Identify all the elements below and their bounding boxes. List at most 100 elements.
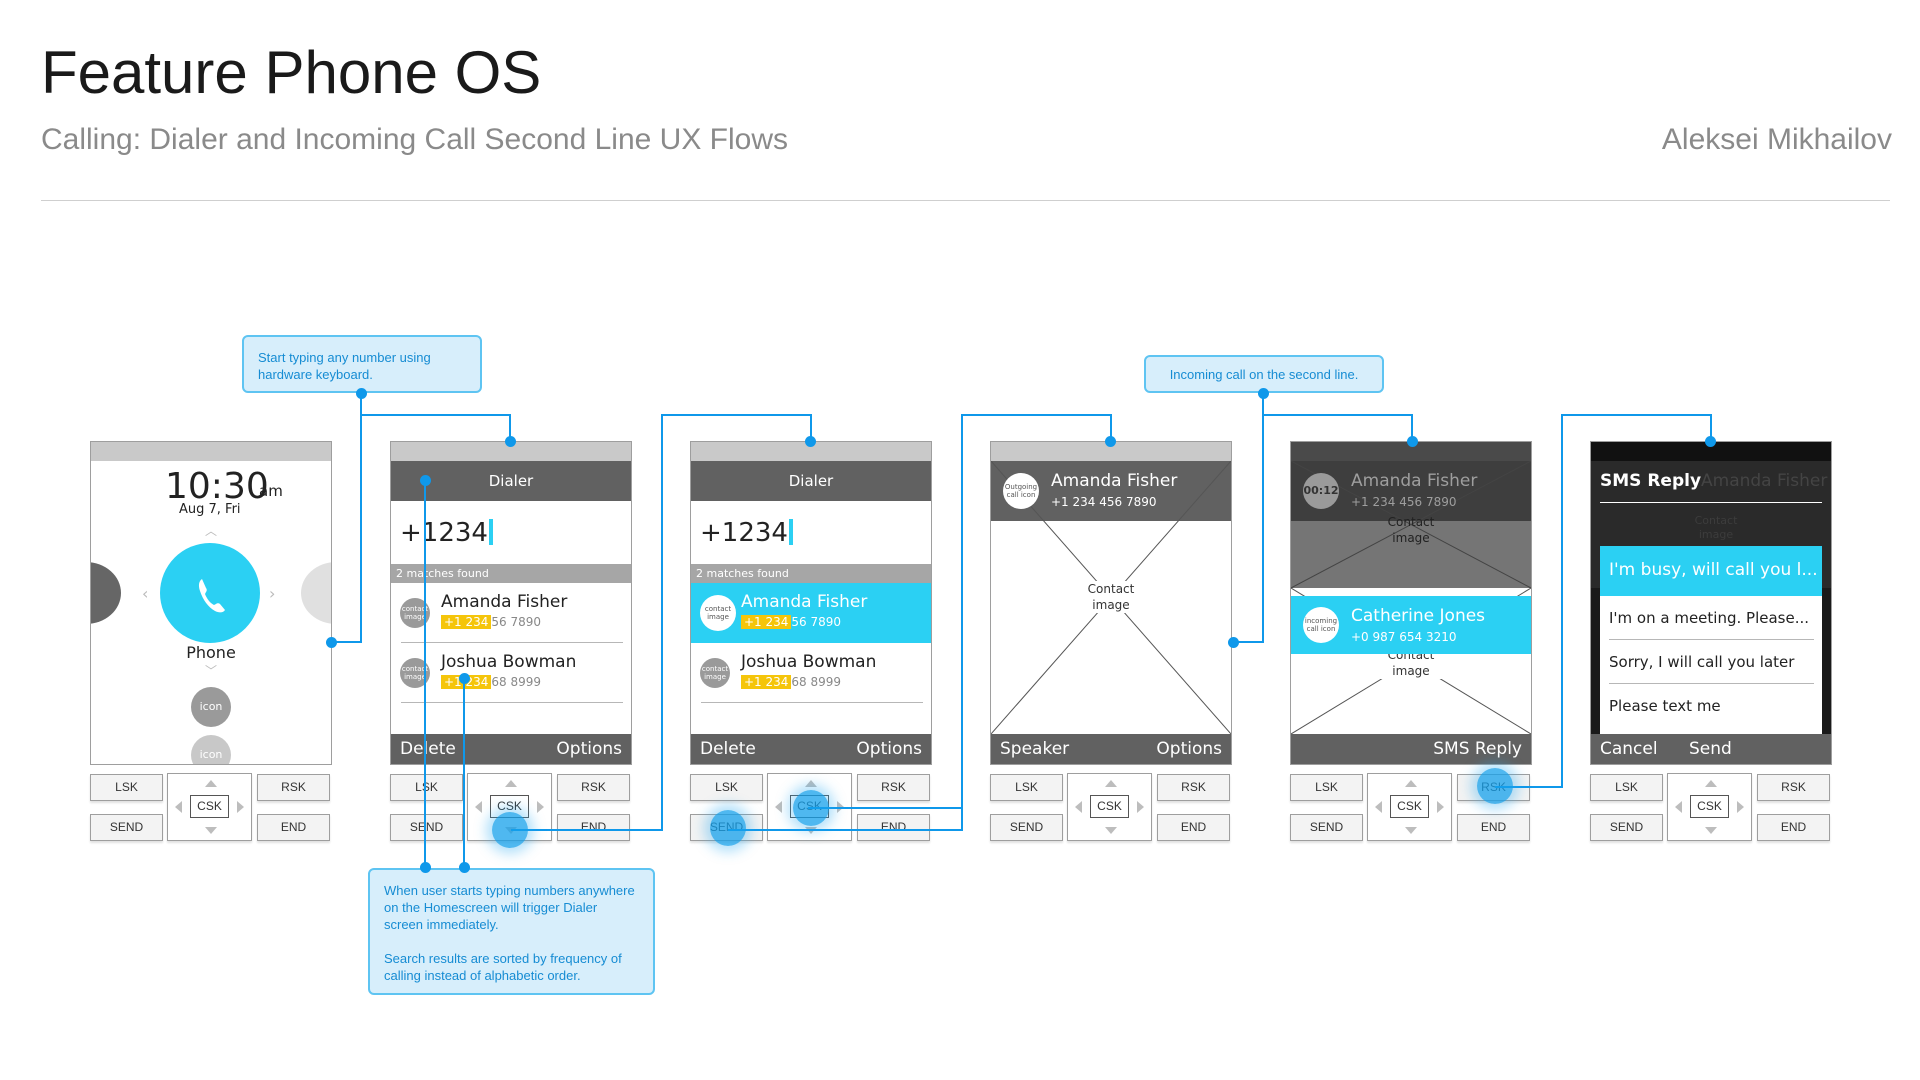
flow-dot xyxy=(356,388,367,399)
send-key[interactable]: SEND xyxy=(390,814,463,841)
lsk-label[interactable]: Delete xyxy=(400,739,456,759)
number-match: +1 234 xyxy=(741,675,792,689)
app-icon-placeholder[interactable]: icon xyxy=(191,687,231,727)
arrow-left-icon[interactable] xyxy=(1675,801,1682,813)
flow-connector xyxy=(1233,641,1264,643)
rsk-key[interactable]: RSK xyxy=(257,774,330,801)
app-icon-placeholder[interactable]: icon xyxy=(191,735,231,764)
lsk-key[interactable]: LSK xyxy=(1290,774,1363,801)
send-key[interactable]: SEND xyxy=(1290,814,1363,841)
text-cursor xyxy=(488,519,493,545)
arrow-right-icon[interactable] xyxy=(1137,801,1144,813)
softkey-bar: Cancel Send xyxy=(1591,734,1831,764)
softkey-bar: Delete Options xyxy=(691,734,931,764)
phone-app-icon[interactable] xyxy=(160,543,260,643)
arrow-up-icon[interactable] xyxy=(1405,780,1417,787)
end-key[interactable]: END xyxy=(557,814,630,841)
arrow-left-icon[interactable] xyxy=(475,801,482,813)
rsk-label[interactable]: Options xyxy=(1156,739,1222,759)
end-key[interactable]: END xyxy=(1757,814,1830,841)
end-key[interactable]: END xyxy=(1457,814,1530,841)
reply-option[interactable]: Please text me xyxy=(1600,684,1822,728)
flow-dot xyxy=(420,862,431,873)
reply-option[interactable]: Sorry, I will call you later xyxy=(1600,640,1822,684)
lsk-key[interactable]: LSK xyxy=(90,774,163,801)
arrow-up-icon[interactable] xyxy=(1105,780,1117,787)
end-key[interactable]: END xyxy=(257,814,330,841)
send-key[interactable]: SEND xyxy=(90,814,163,841)
arrow-down-icon[interactable] xyxy=(1705,827,1717,834)
arrow-left-icon[interactable] xyxy=(1075,801,1082,813)
csk-key[interactable]: CSK xyxy=(1390,795,1429,818)
arrow-down-icon[interactable] xyxy=(1405,827,1417,834)
lsk-label[interactable]: Delete xyxy=(700,739,756,759)
arrow-down-icon[interactable] xyxy=(1105,827,1117,834)
lsk-key[interactable]: LSK xyxy=(990,774,1063,801)
ghost-contact-image-label: Contact image xyxy=(1694,514,1738,541)
arrow-left-icon[interactable] xyxy=(1375,801,1382,813)
prev-app-icon[interactable] xyxy=(91,562,121,624)
number-rest: 56 7890 xyxy=(491,615,542,629)
arrow-left-icon[interactable] xyxy=(775,801,782,813)
send-key[interactable]: SEND xyxy=(990,814,1063,841)
arrow-right-icon[interactable] xyxy=(1437,801,1444,813)
active-call-image-area xyxy=(1291,521,1531,588)
rsk-label[interactable]: Options xyxy=(856,739,922,759)
reply-option-selected[interactable]: I'm busy, will call you l... xyxy=(1600,546,1822,596)
arrow-down-icon[interactable] xyxy=(205,827,217,834)
arrow-up-icon[interactable] xyxy=(805,780,817,787)
csk-key[interactable]: CSK xyxy=(190,795,229,818)
rsk-key[interactable]: RSK xyxy=(1757,774,1830,801)
arrow-up-icon[interactable] xyxy=(1705,780,1717,787)
flow-connector xyxy=(810,414,812,442)
lsk-label[interactable]: Speaker xyxy=(1000,739,1070,759)
list-divider xyxy=(1609,639,1814,640)
reply-option-text: Sorry, I will call you later xyxy=(1609,653,1795,671)
status-bar xyxy=(1291,442,1531,461)
rsk-label[interactable]: Options xyxy=(556,739,622,759)
lsk-key[interactable]: LSK xyxy=(390,774,463,801)
arrow-right-icon[interactable] xyxy=(537,801,544,813)
end-key[interactable]: END xyxy=(1157,814,1230,841)
flow-dot xyxy=(1705,436,1716,447)
rsk-key[interactable]: RSK xyxy=(557,774,630,801)
csk-label[interactable]: Send xyxy=(1689,739,1732,759)
send-key[interactable]: SEND xyxy=(1590,814,1663,841)
arrow-right-icon[interactable] xyxy=(237,801,244,813)
next-app-icon[interactable] xyxy=(301,562,331,624)
home-screen: 10:30 am Aug 7, Fri ︿ ‹ › Phone ﹀ icon i… xyxy=(90,441,332,765)
rsk-label[interactable]: SMS Reply xyxy=(1433,739,1522,759)
end-key[interactable]: END xyxy=(857,814,930,841)
arrow-up-icon[interactable] xyxy=(505,780,517,787)
dpad[interactable]: CSK xyxy=(1667,773,1752,841)
dpad[interactable]: CSK xyxy=(167,773,252,841)
flow-connector xyxy=(728,829,963,831)
chevron-left-icon: ‹ xyxy=(142,584,149,603)
arrow-left-icon[interactable] xyxy=(175,801,182,813)
dpad[interactable]: CSK xyxy=(1067,773,1152,841)
rsk-key[interactable]: RSK xyxy=(1157,774,1230,801)
number-match: +1 234 xyxy=(441,615,492,629)
flow-connector xyxy=(331,641,362,643)
dpad[interactable]: CSK xyxy=(1367,773,1452,841)
note-dialer-text-2: Search results are sorted by frequency o… xyxy=(384,951,622,983)
lsk-label[interactable]: Cancel xyxy=(1600,739,1658,759)
lsk-key[interactable]: LSK xyxy=(690,774,763,801)
note-dialer-info: When user starts typing numbers anywhere… xyxy=(368,868,655,995)
csk-key[interactable]: CSK xyxy=(1690,795,1729,818)
reply-option[interactable]: I'm on a meeting. Please... xyxy=(1600,596,1822,640)
softkey-bar: SMS Reply xyxy=(1291,734,1531,764)
csk-key[interactable]: CSK xyxy=(1090,795,1129,818)
title-underline xyxy=(1600,502,1822,503)
rsk-key[interactable]: RSK xyxy=(857,774,930,801)
number-rest: 68 8999 xyxy=(791,675,842,689)
lsk-key[interactable]: LSK xyxy=(1590,774,1663,801)
dialer-selected-screen: Dialer +1234 2 matches found contact ima… xyxy=(690,441,932,765)
arrow-up-icon[interactable] xyxy=(205,780,217,787)
arrow-right-icon[interactable] xyxy=(1737,801,1744,813)
